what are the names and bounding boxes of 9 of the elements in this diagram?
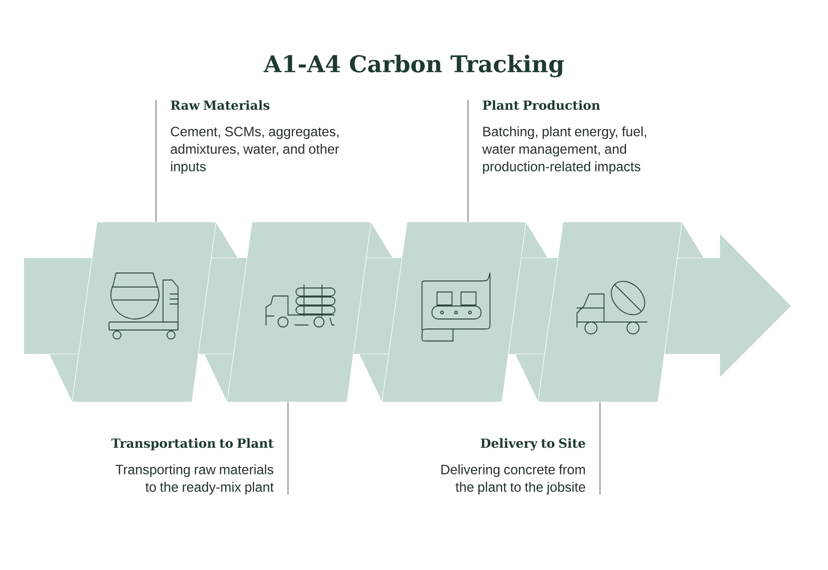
picture xyxy=(382,222,526,402)
picture xyxy=(226,222,372,402)
title: A1-A4 Carbon Tracking xyxy=(264,54,564,78)
picture xyxy=(72,222,216,402)
picture xyxy=(538,222,682,402)
callout-text: Plant Production Batching, plant energy, fuel, water management, and production-related impacts xyxy=(482,100,646,174)
callout-text: Delivery to Site Delivering concrete from the plant to the jobsite xyxy=(441,438,586,494)
callout-text: Transportation to Plant Transporting raw materials to the ready-mix plant xyxy=(111,438,274,494)
callout-text: Raw Materials Cement, SCMs, aggregates, admixtures, water, and other inputs xyxy=(170,100,340,174)
